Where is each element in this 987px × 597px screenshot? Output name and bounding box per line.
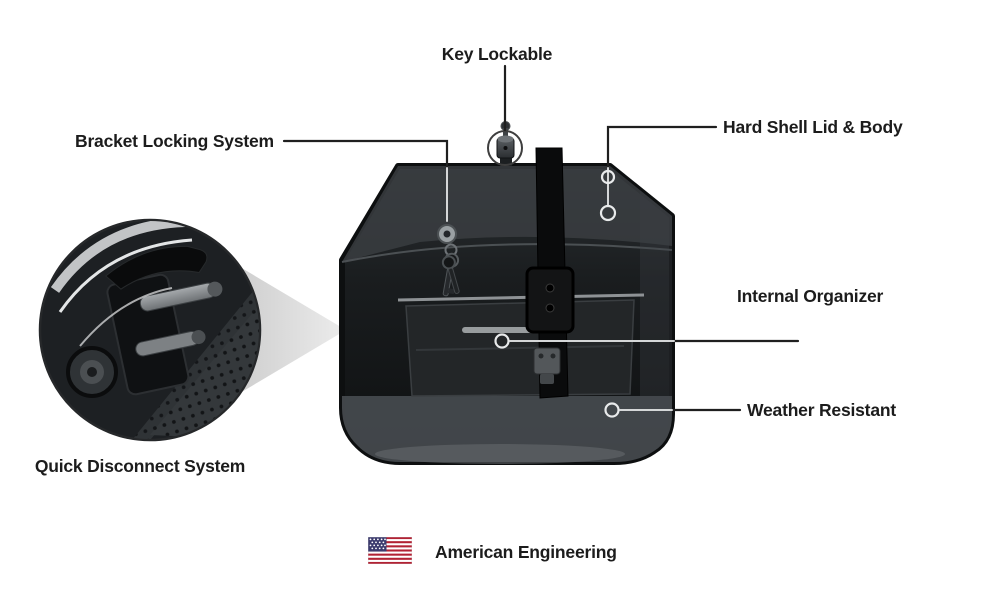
- callout-cone: [240, 267, 346, 393]
- label-american-engineering: American Engineering: [435, 542, 617, 562]
- marker-weather-resistant: [604, 402, 620, 418]
- us-flag-icon: [368, 537, 412, 564]
- strap: [525, 147, 575, 399]
- callout-lines: [282, 64, 800, 418]
- label-internal-organizer: Internal Organizer: [737, 286, 884, 306]
- label-bracket-locking-system: Bracket Locking System: [75, 131, 274, 151]
- bag-bottom: [342, 396, 672, 462]
- marker-hard-shell-1: [600, 169, 616, 185]
- key-lock-icon: [496, 121, 515, 166]
- saddlebag-body: [339, 121, 675, 465]
- label-quick-disconnect-system: Quick Disconnect System: [34, 456, 246, 476]
- label-weather-resistant: Weather Resistant: [747, 400, 896, 420]
- callout-line-bracket-locking: [282, 139, 449, 170]
- marker-hard-shell-2: [599, 204, 617, 222]
- label-hard-shell-lid-body: Hard Shell Lid & Body: [723, 117, 903, 137]
- label-key-lockable: Key Lockable: [441, 44, 553, 64]
- internal-organizer-graphic: [405, 299, 635, 397]
- bracket-detail-inset: [38, 218, 262, 442]
- marker-internal-organizer: [494, 333, 510, 349]
- bag-lid: [342, 166, 672, 262]
- keys-icon: [437, 224, 460, 297]
- callout-line-hard-shell: [606, 125, 718, 170]
